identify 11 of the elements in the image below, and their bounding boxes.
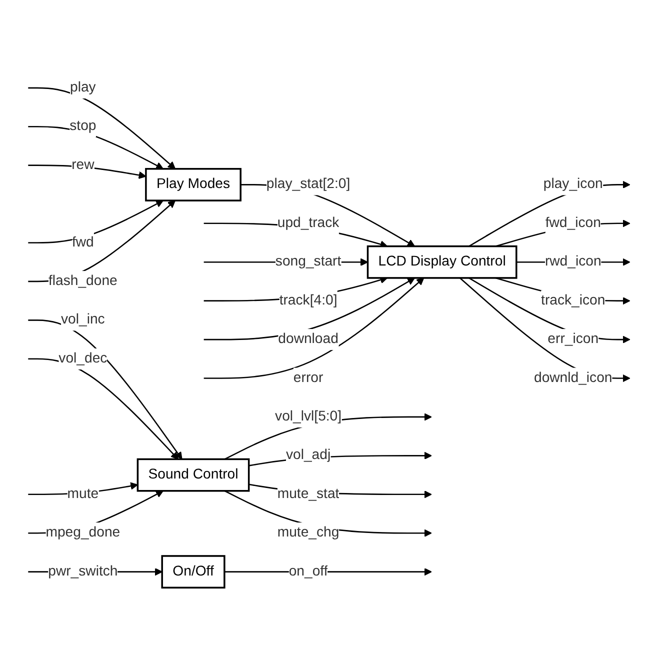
arrow <box>28 164 146 179</box>
block-box: LCD Display Control <box>366 245 518 279</box>
arrow <box>28 200 164 244</box>
edge-label: vol_dec <box>58 348 108 370</box>
arrow <box>28 358 179 460</box>
edge-label: download <box>278 328 338 350</box>
arrow <box>204 278 424 379</box>
arrow <box>28 87 176 170</box>
block-box: Sound Control <box>136 458 250 492</box>
block-box: On/Off <box>161 555 226 589</box>
block-box: Play Modes <box>145 168 242 202</box>
